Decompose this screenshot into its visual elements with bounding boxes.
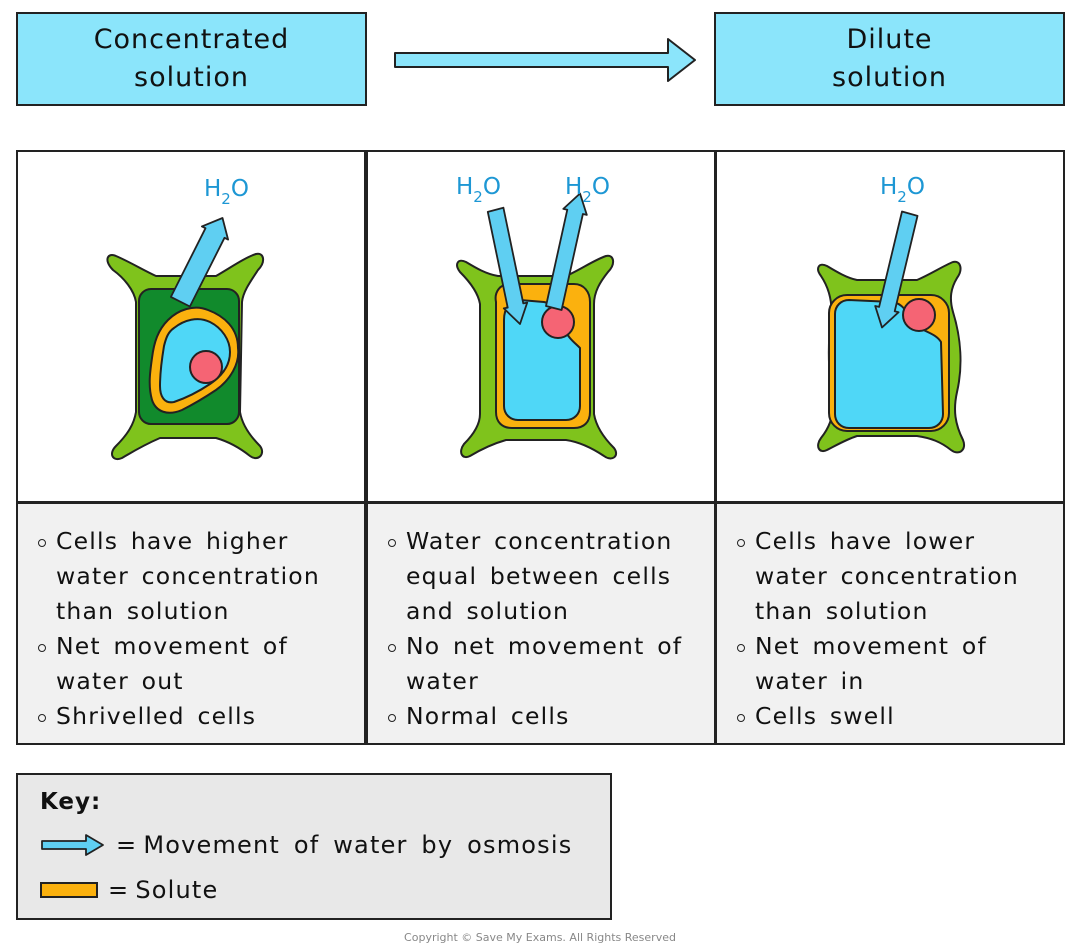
- h2o-label: H2O: [204, 176, 249, 208]
- cell-panel-isotonic: H2O H2O: [366, 150, 716, 503]
- bullet-item: Water concentration equal between cells …: [386, 524, 706, 629]
- concentrated-solution-label: Concentrated solution: [16, 12, 367, 106]
- bullet-line: equal between cells: [406, 562, 672, 590]
- description-panel-concentrated: Cells have higher water concentration th…: [16, 502, 366, 745]
- dilute-label-line2: solution: [832, 62, 947, 93]
- bullet-line: Water concentration: [406, 527, 673, 555]
- key-row-osmosis: = Movement of water by osmosis: [40, 831, 572, 859]
- concentration-gradient-arrow-icon: [394, 38, 696, 82]
- bullet-line: Net movement of: [56, 632, 288, 660]
- cell-panel-dilute: H2O: [715, 150, 1065, 503]
- concentrated-label-line2: solution: [134, 62, 249, 93]
- key-title: Key:: [40, 789, 102, 815]
- bullet-item: Cells have higher water concentration th…: [36, 524, 356, 629]
- key-arrow-label: Movement of water by osmosis: [143, 831, 573, 859]
- key-equals: =: [116, 831, 138, 859]
- bullet-line: water in: [755, 667, 865, 695]
- h2o-label: H2O: [880, 174, 925, 206]
- bullet-line: than solution: [56, 597, 230, 625]
- copyright-notice: Copyright © Save My Exams. All Rights Re…: [404, 931, 676, 944]
- solute-swatch-icon: [40, 882, 98, 898]
- key-equals: =: [108, 876, 130, 904]
- description-panel-dilute: Cells have lower water concentration tha…: [715, 502, 1065, 745]
- bullet-line: than solution: [755, 597, 929, 625]
- bullet-item: Shrivelled cells: [36, 699, 356, 734]
- bullet-line: Shrivelled cells: [56, 702, 257, 730]
- cell-panel-concentrated: H2O: [16, 150, 366, 503]
- bullet-item: Normal cells: [386, 699, 706, 734]
- bullet-line: water out: [56, 667, 184, 695]
- dilute-solution-label: Dilute solution: [714, 12, 1065, 106]
- bullet-line: Cells have lower: [755, 527, 976, 555]
- bullet-item: Net movement of water in: [735, 629, 1055, 699]
- bullet-line: water concentration: [56, 562, 320, 590]
- water-out-arrow-icon: [169, 217, 230, 308]
- water-in-arrow-icon: [486, 206, 529, 325]
- bullet-item: Cells swell: [735, 699, 1055, 734]
- dilute-label-line1: Dilute: [846, 24, 933, 55]
- bullet-line: Net movement of: [755, 632, 987, 660]
- bullet-line: Cells have higher: [56, 527, 289, 555]
- shrivelled-plant-cell: [106, 252, 264, 460]
- bullet-item: Net movement of water out: [36, 629, 356, 699]
- bullet-item: Cells have lower water concentration tha…: [735, 524, 1055, 629]
- key-legend: Key: = Movement of water by osmosis = So…: [16, 773, 612, 920]
- description-panel-isotonic: Water concentration equal between cells …: [366, 502, 716, 745]
- bullet-line: No net movement of: [406, 632, 683, 660]
- bullet-line: water concentration: [755, 562, 1019, 590]
- key-solute-label: Solute: [135, 876, 219, 904]
- normal-plant-cell: [456, 254, 618, 460]
- water-out-arrow-icon: [545, 192, 588, 311]
- bullet-line: water: [406, 667, 479, 695]
- key-row-solute: = Solute: [40, 876, 219, 904]
- h2o-label-out: H2O: [565, 174, 610, 206]
- bullet-item: No net movement of water: [386, 629, 706, 699]
- bullet-line: and solution: [406, 597, 570, 625]
- bullet-line: Normal cells: [406, 702, 570, 730]
- water-in-arrow-icon: [874, 210, 919, 329]
- osmosis-arrow-icon: [41, 834, 104, 856]
- h2o-label-in: H2O: [456, 174, 501, 206]
- bullet-line: Cells swell: [755, 702, 895, 730]
- concentrated-label-line1: Concentrated: [93, 24, 290, 55]
